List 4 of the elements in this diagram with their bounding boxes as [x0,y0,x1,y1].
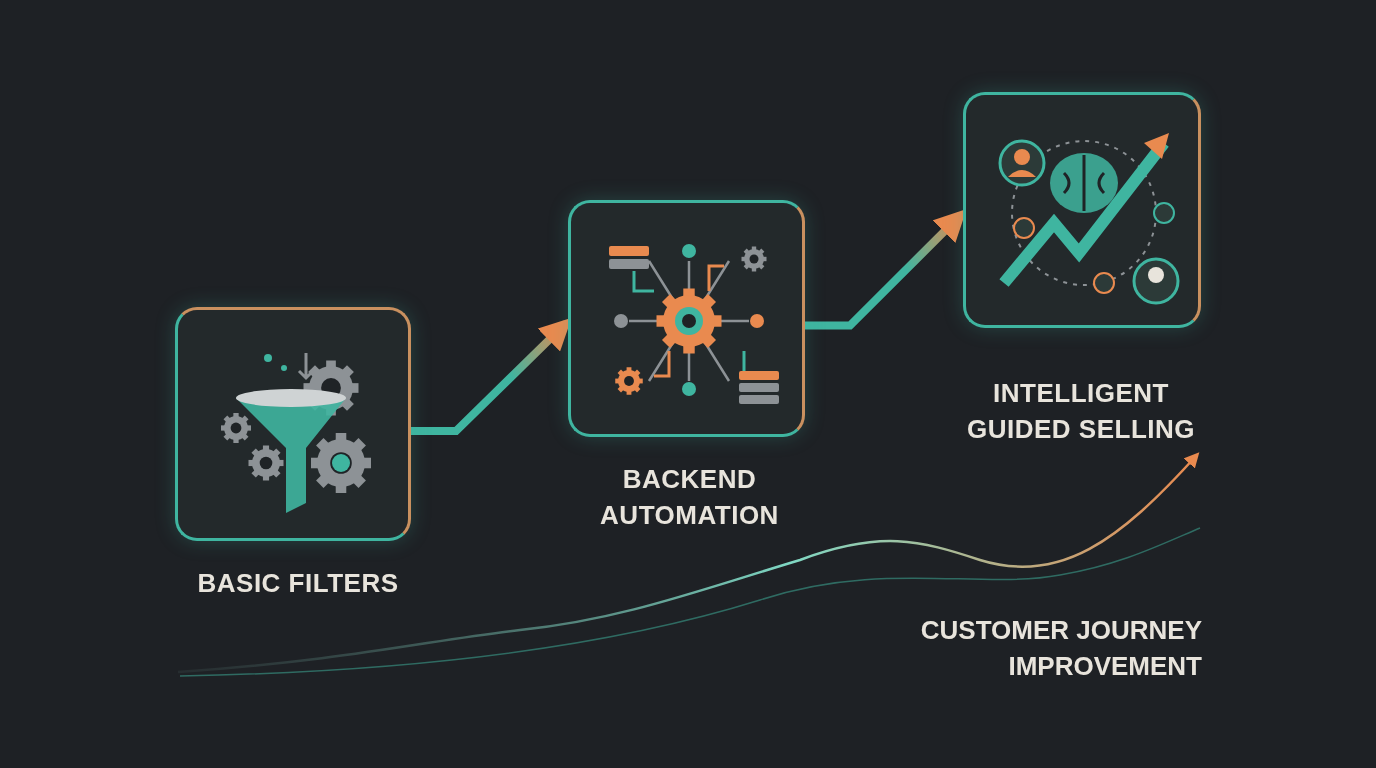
step-title: INTELLIGENT GUIDED SELLING [966,377,1196,446]
step-title: BACKEND AUTOMATION [599,463,780,532]
trend-label: CUSTOMER JOURNEY IMPROVEMENT [919,614,1202,683]
step-title: BASIC FILTERS [196,567,400,600]
